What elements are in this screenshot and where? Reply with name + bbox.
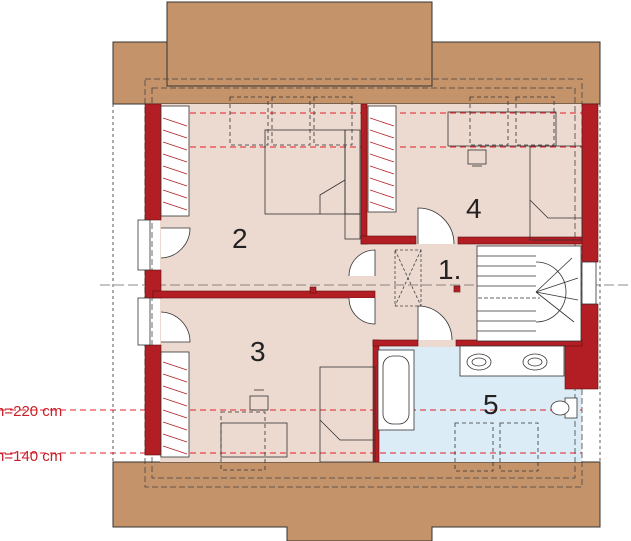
room-label-3: 3 xyxy=(250,336,266,367)
window-room2-a xyxy=(229,96,269,146)
bathtub xyxy=(377,349,415,431)
chair-room4 xyxy=(467,149,487,165)
room-label-2: 2 xyxy=(232,223,248,254)
pillar-mid xyxy=(309,286,317,294)
doors xyxy=(160,207,455,343)
window-room2-c xyxy=(313,96,353,146)
window-room2-b xyxy=(271,96,311,146)
furniture xyxy=(220,96,583,472)
height-label-140: h=140 cm xyxy=(0,448,62,465)
wall-v-room2-4 xyxy=(360,103,368,245)
roof-bottom-band xyxy=(112,461,601,541)
sink-left xyxy=(466,353,492,371)
wall-right-top xyxy=(581,103,599,263)
wall-h-room4-bottom xyxy=(360,235,417,245)
wall-h-hall-right xyxy=(457,236,583,245)
chair-room3 xyxy=(249,395,269,411)
room-label-5: 5 xyxy=(483,389,499,420)
wall-mid-horizontal xyxy=(152,290,376,299)
wardrobe-hatching xyxy=(162,117,395,455)
roof-top-dormer xyxy=(166,1,433,87)
wall-bath-top xyxy=(372,339,419,347)
door-room3 xyxy=(348,297,376,325)
bed-room4 xyxy=(529,145,583,241)
window-right xyxy=(581,261,597,305)
door-bathroom xyxy=(417,305,453,341)
hall-skylight xyxy=(394,249,422,307)
side-windows xyxy=(137,219,597,346)
room-label-4: 4 xyxy=(466,193,482,224)
door-room2 xyxy=(348,249,376,277)
sink-right xyxy=(522,353,548,371)
staircase xyxy=(476,245,582,342)
balcony-door-top xyxy=(160,227,191,259)
bed-room3 xyxy=(319,366,376,463)
desk-room4 xyxy=(447,111,557,147)
hall-marker xyxy=(455,287,460,292)
wall-left-top xyxy=(144,103,162,221)
room-label-1: 1. xyxy=(438,254,461,285)
balcony-door-bottom xyxy=(160,311,191,343)
wall-left-bottom xyxy=(144,344,162,456)
height-label-220: h=220 cm xyxy=(0,403,62,420)
door-room4 xyxy=(417,207,455,245)
walls xyxy=(144,103,599,463)
window-left-top xyxy=(137,219,151,271)
roof xyxy=(112,1,601,541)
window-left-bottom xyxy=(137,297,151,346)
